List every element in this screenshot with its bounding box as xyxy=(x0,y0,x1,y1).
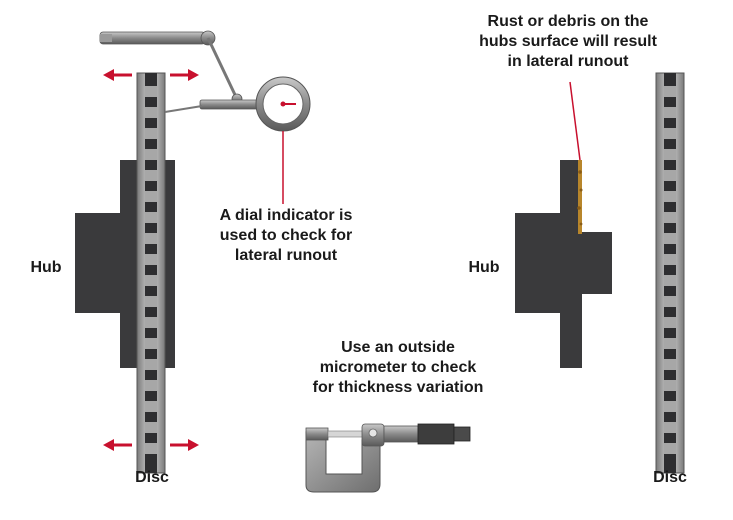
disc-vent-slot xyxy=(145,128,157,139)
disc-vent-slot xyxy=(145,191,157,202)
dial-indicator-caption: A dial indicator is used to check for la… xyxy=(192,206,380,266)
disc-left-label: Disc xyxy=(135,469,169,486)
disc-vent-slot xyxy=(145,254,157,265)
hub-left-label: Hub xyxy=(30,259,62,276)
rust-leader-line xyxy=(569,81,581,161)
disc-vent-slot xyxy=(664,359,676,370)
disc-vent-slot xyxy=(145,86,157,97)
disc-right xyxy=(655,72,685,474)
disc-vent-slot xyxy=(664,212,676,223)
rust-caption-line-2: hubs surface will result xyxy=(479,33,657,50)
disc-vent-slot xyxy=(145,380,157,391)
dial-caption-line-3: lateral runout xyxy=(234,247,338,264)
disc-vent-slot xyxy=(664,170,676,181)
disc-vent-slot xyxy=(664,275,676,286)
disc-vent-slot xyxy=(664,317,676,328)
double-arrow-icon xyxy=(103,439,199,451)
disc-vent-slot xyxy=(145,317,157,328)
rust-caption: Rust or debris on the hubs surface will … xyxy=(448,12,688,72)
disc-vent-slot xyxy=(664,296,676,307)
disc-vent-slot xyxy=(145,233,157,244)
rust-caption-line-1: Rust or debris on the xyxy=(487,13,649,30)
disc-vent-slot xyxy=(664,86,676,97)
disc-vent-slot xyxy=(145,107,157,118)
disc-left xyxy=(136,72,166,474)
micrometer-icon xyxy=(305,423,471,493)
micrometer-caption: Use an outside micrometer to check for t… xyxy=(292,338,504,398)
disc-vent-slot xyxy=(145,338,157,349)
disc-vent-slot xyxy=(664,401,676,412)
dial-caption-line-2: used to check for xyxy=(219,227,353,244)
disc-right-label: Disc xyxy=(653,469,687,486)
disc-vent-slot xyxy=(145,401,157,412)
disc-vent-slot xyxy=(664,107,676,118)
micrometer-caption-line-3: for thickness variation xyxy=(312,379,484,396)
disc-vent-slot xyxy=(664,254,676,265)
disc-vent-slot xyxy=(664,191,676,202)
disc-vent-slot xyxy=(145,359,157,370)
disc-vent-slot xyxy=(145,149,157,160)
disc-vent-slot xyxy=(145,170,157,181)
disc-vent-slot xyxy=(664,233,676,244)
disc-vent-slot xyxy=(664,380,676,391)
disc-vent-slot xyxy=(664,338,676,349)
hub-right-label: Hub xyxy=(468,259,500,276)
micrometer-caption-line-2: micrometer to check xyxy=(319,359,477,376)
disc-vent-slot xyxy=(145,422,157,433)
dial-indicator-icon xyxy=(99,30,311,132)
disc-vent-slot xyxy=(145,443,157,454)
disc-vent-slot xyxy=(145,275,157,286)
hub-right xyxy=(515,160,612,368)
rust-caption-line-3: in lateral runout xyxy=(507,53,629,70)
disc-vent-slot xyxy=(664,149,676,160)
double-arrow-icon xyxy=(103,69,199,81)
disc-vent-slot xyxy=(664,443,676,454)
disc-vent-slot xyxy=(664,128,676,139)
micrometer-caption-line-1: Use an outside xyxy=(341,339,455,356)
dial-caption-line-1: A dial indicator is xyxy=(219,207,353,224)
disc-vent-slot xyxy=(664,422,676,433)
disc-vent-slot xyxy=(145,296,157,307)
rust-debris xyxy=(577,160,583,234)
disc-vent-slot xyxy=(145,212,157,223)
